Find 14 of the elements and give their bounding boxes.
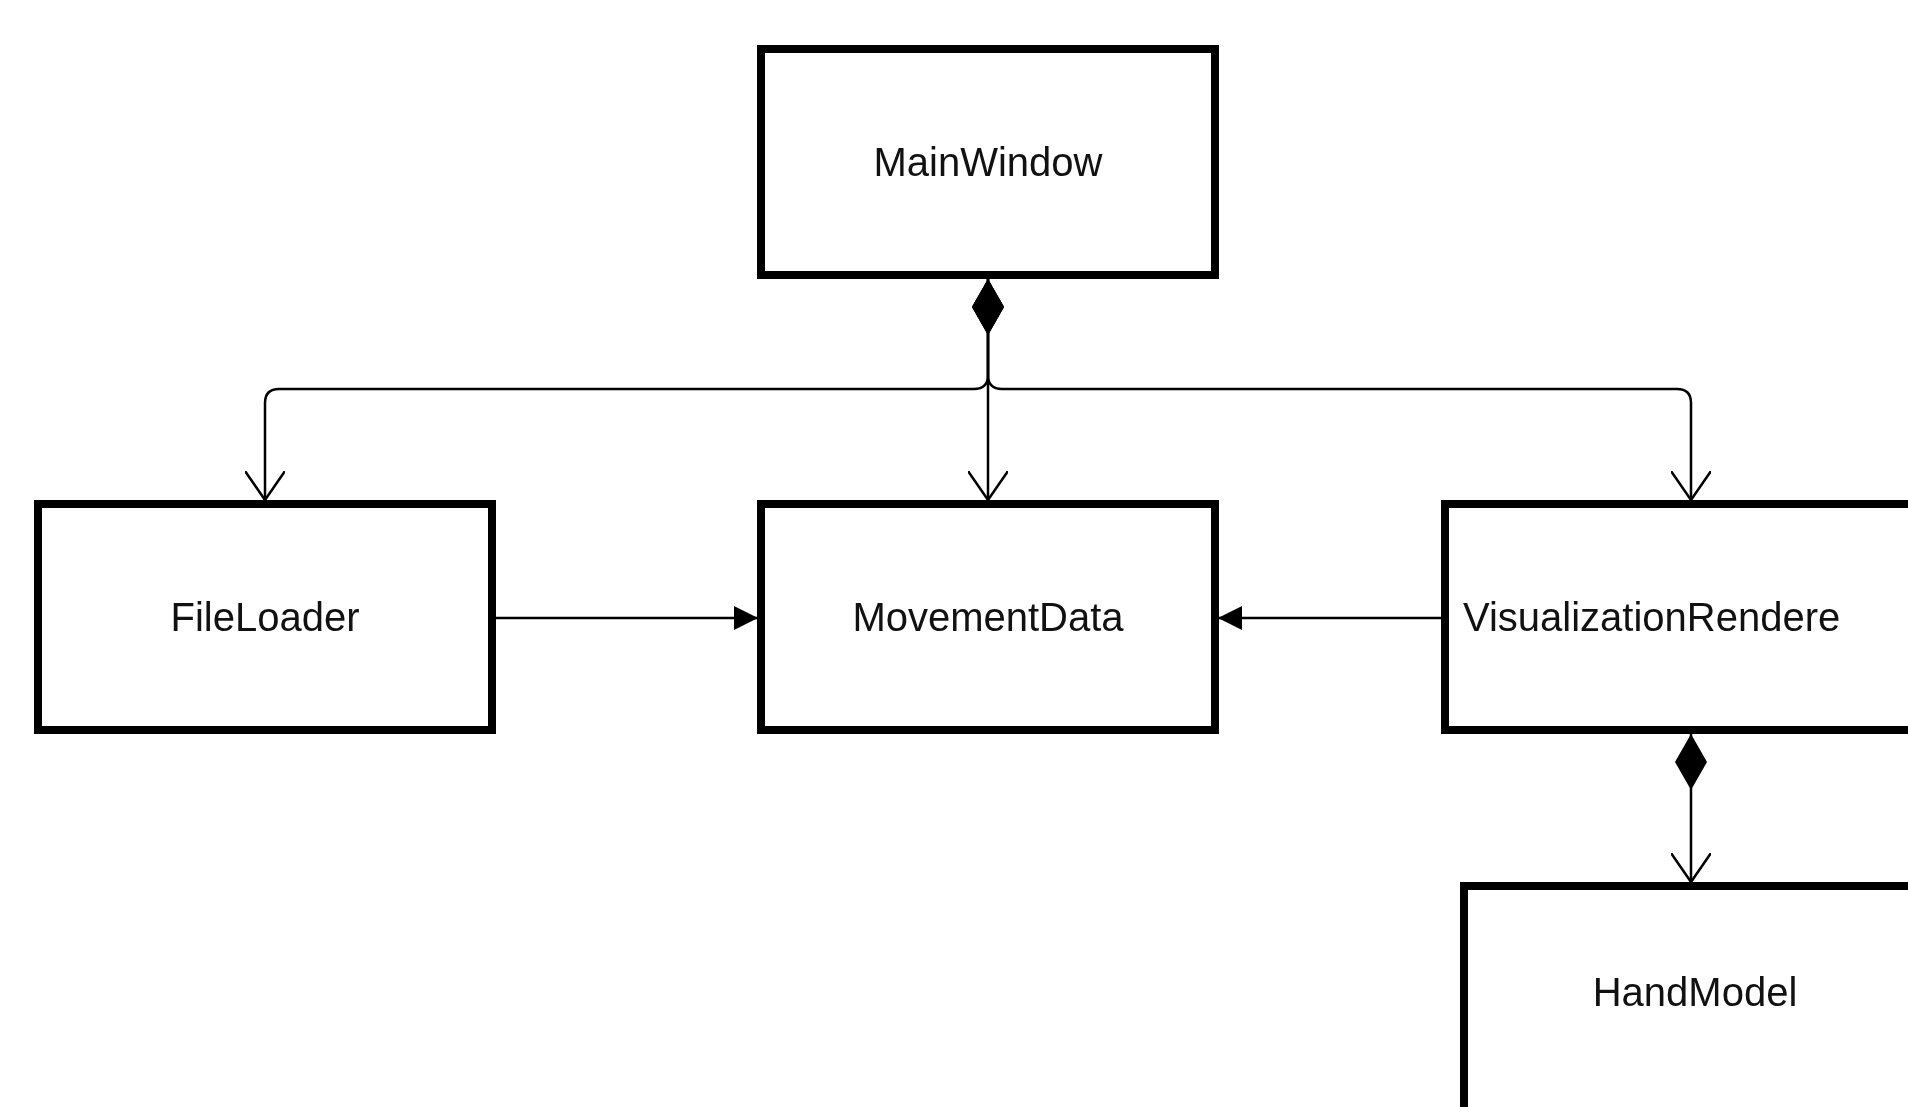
class-name: FileLoader xyxy=(170,594,360,640)
arrow xyxy=(496,606,758,630)
class-box xyxy=(1460,882,1908,1107)
class-name: MovementData xyxy=(852,594,1124,640)
class-box xyxy=(34,500,496,734)
class-name: MainWindow xyxy=(873,139,1103,185)
class-name: HandModel xyxy=(1592,969,1798,1015)
class-box xyxy=(1441,500,1908,734)
class-box xyxy=(757,45,1219,279)
class-name: VisualizationRendere xyxy=(1463,594,1841,640)
class-box xyxy=(757,500,1219,734)
composition-arrow xyxy=(972,279,1713,502)
arrow xyxy=(1218,606,1441,630)
composition-arrow xyxy=(1669,734,1713,884)
